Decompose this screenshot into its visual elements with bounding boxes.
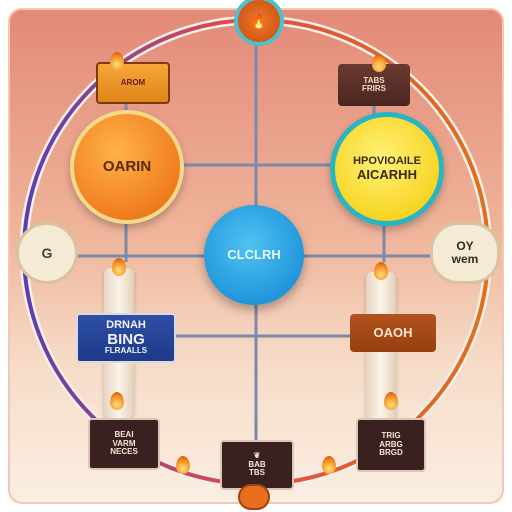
box1-line2: VARM <box>112 438 136 448</box>
top-right-label: TABS FRIRS <box>338 64 410 106</box>
bottom-center-box: ❦ BAB TBS <box>220 440 294 490</box>
box1-line3: NECES <box>110 447 138 457</box>
box3-line1: TRIG <box>381 430 401 440</box>
left-small-node-label: G <box>41 244 53 261</box>
bottom-right-flame-icon <box>384 392 398 410</box>
right-candle-flame-icon <box>374 262 388 280</box>
right-node-line1: HPOVIOAILE <box>353 155 421 168</box>
top-left-flame-icon <box>110 52 124 70</box>
top-right-label-line1: TABS <box>363 75 385 85</box>
right-small-node: OY wem <box>430 222 500 284</box>
top-right-flame-icon <box>372 54 386 72</box>
top-left-label-text: AROM <box>120 77 146 87</box>
mid-left-label: DRNAH BING FLRAALLS <box>76 313 176 363</box>
mid-left-label-line3: FLRAALLS <box>104 346 148 356</box>
left-node-label: OARIN <box>102 158 152 176</box>
left-node: OARIN <box>70 110 184 224</box>
lower-left-flame-icon <box>176 456 190 474</box>
box3-line3: BRGD <box>379 448 403 458</box>
top-flame-badge: 🔥 <box>234 0 284 46</box>
center-node-label: CLCLRH <box>227 247 281 263</box>
bottom-dot <box>238 484 270 510</box>
center-node: CLCLRH <box>204 205 304 305</box>
mid-right-label: OAOH <box>350 314 436 352</box>
mid-left-label-line1: DRNAH <box>106 319 146 332</box>
bottom-center-icon: ❦ <box>253 450 261 460</box>
box3-line2: ARBG <box>379 439 403 449</box>
left-small-node: G <box>16 222 78 284</box>
right-node-line2: AICARHH <box>357 166 417 182</box>
flame-icon: 🔥 <box>250 12 268 29</box>
top-left-label: AROM <box>96 62 170 104</box>
left-candle-flame-icon <box>112 258 126 276</box>
box2-line1: BAB <box>248 459 266 469</box>
right-small-node-line1: OY <box>456 239 474 254</box>
lower-right-flame-icon <box>322 456 336 474</box>
bottom-left-flame-icon <box>110 392 124 410</box>
bottom-left-box: BEAI VARM NECES <box>88 418 160 470</box>
right-node: HPOVIOAILE AICARHH <box>330 112 444 226</box>
bottom-right-box: TRIG ARBG BRGD <box>356 418 426 472</box>
box1-line1: BEAI <box>114 429 134 439</box>
mid-right-label-text: OAOH <box>373 325 413 341</box>
right-small-node-line2: wem <box>451 252 479 266</box>
box2-line2: TBS <box>249 468 265 478</box>
mid-left-label-line2: BING <box>107 330 145 348</box>
top-right-label-line2: FRIRS <box>362 84 386 93</box>
